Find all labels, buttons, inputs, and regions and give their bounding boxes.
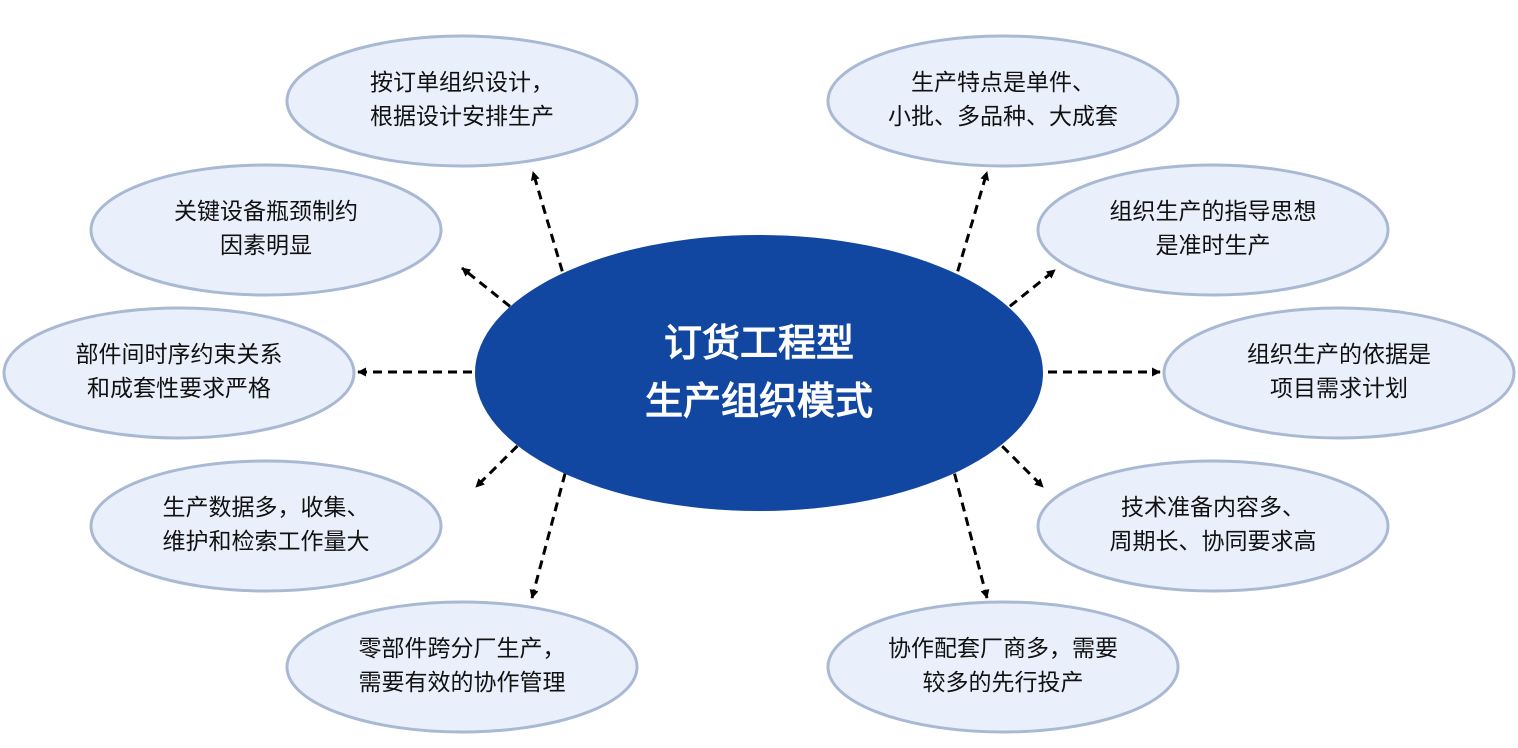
center-title-line2: 生产组织模式 [645,379,873,423]
node-bottom-left: 零部件跨分厂生产， 需要有效的协作管理 [285,600,639,734]
node-mid-left: 部件间时序约束关系 和成套性要求严格 [2,306,356,440]
node-top-left-line1: 按订单组织设计， [370,70,554,96]
node-upper-right-line2: 是准时生产 [1156,233,1271,259]
node-upper-left: 关键设备瓶颈制约 因素明显 [89,163,443,297]
node-upper-left-ellipse [89,163,443,297]
node-top-right: 生产特点是单件、 小批、多品种、大成套 [826,34,1180,168]
node-lower-left-line1: 生产数据多，收集、 [163,495,370,521]
node-upper-right: 组织生产的指导思想 是准时生产 [1036,163,1390,297]
node-upper-right-ellipse [1036,163,1390,297]
node-mid-right-line1: 组织生产的依据是 [1247,342,1431,368]
node-lower-left: 生产数据多，收集、 维护和检索工作量大 [89,459,443,593]
node-mid-right-ellipse [1162,306,1516,440]
node-top-right-line1: 生产特点是单件、 [911,70,1095,96]
node-bottom-right-ellipse [826,600,1180,734]
node-upper-right-line1: 组织生产的指导思想 [1110,199,1317,225]
center-node: 订货工程型 生产组织模式 [475,235,1043,511]
node-lower-right: 技术准备内容多、 周期长、协同要求高 [1036,459,1390,593]
node-upper-left-line2: 因素明显 [220,233,312,259]
node-mid-left-ellipse [2,306,356,440]
node-mid-right-line2: 项目需求计划 [1270,376,1408,402]
node-lower-right-ellipse [1036,459,1390,593]
node-top-left: 按订单组织设计， 根据设计安排生产 [285,34,639,168]
node-mid-right: 组织生产的依据是 项目需求计划 [1162,306,1516,440]
node-bottom-right-line1: 协作配套厂商多，需要 [888,636,1118,662]
node-lower-left-ellipse [89,459,443,593]
node-top-left-line2: 根据设计安排生产 [370,104,554,130]
node-bottom-left-line2: 需要有效的协作管理 [359,670,566,696]
node-bottom-left-line1: 零部件跨分厂生产， [359,636,566,662]
node-bottom-right-line2: 较多的先行投产 [923,670,1084,696]
node-top-left-ellipse [285,34,639,168]
node-mid-left-line1: 部件间时序约束关系 [76,342,283,368]
node-top-right-ellipse [826,34,1180,168]
center-ellipse [475,235,1043,511]
node-lower-right-line1: 技术准备内容多、 [1121,495,1305,521]
node-top-right-line2: 小批、多品种、大成套 [888,104,1118,130]
node-mid-left-line2: 和成套性要求严格 [87,376,271,402]
center-title-line1: 订货工程型 [664,321,854,365]
node-lower-right-line2: 周期长、协同要求高 [1110,529,1317,555]
node-bottom-right: 协作配套厂商多，需要 较多的先行投产 [826,600,1180,734]
node-lower-left-line2: 维护和检索工作量大 [163,529,370,555]
node-upper-left-line1: 关键设备瓶颈制约 [174,199,358,225]
node-bottom-left-ellipse [285,600,639,734]
